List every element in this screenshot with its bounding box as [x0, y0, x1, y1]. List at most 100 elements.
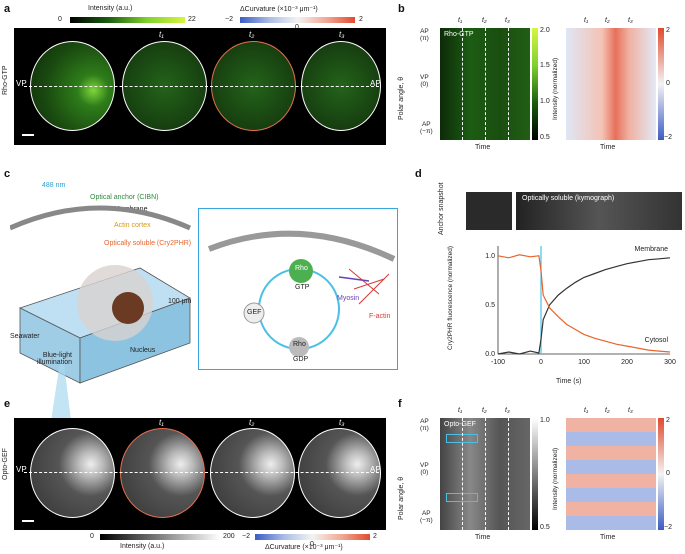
f-xlabel: Time [475, 534, 491, 541]
curvature-colorbar-title: ΔCurvature (×10⁻³ μm⁻¹) [240, 6, 318, 13]
e-curv-title: ΔCurvature (×10⁻³ μm⁻¹) [265, 544, 343, 551]
d-xtick-label: 200 [621, 359, 633, 366]
curv-tick-mid: 0 [295, 24, 299, 31]
t2-label: t₂ [249, 30, 255, 39]
ap-label: AP [370, 79, 381, 88]
b-xlabel-2: Time [600, 144, 616, 151]
b-inset-label: Rho-GTP [444, 31, 474, 38]
c-rho-gtp: Rho [295, 265, 308, 272]
intensity-tick-min: 0 [58, 16, 62, 23]
f-t3-line [508, 418, 509, 530]
d-series-cytosol [497, 254, 671, 353]
e-intensity-title: Intensity (a.u.) [120, 543, 165, 550]
f-ct3: t₃ [628, 407, 633, 414]
d-xtick-label: -100 [491, 359, 505, 366]
c-gtp: GTP [295, 284, 310, 291]
f-itick-1: 0.5 [540, 524, 550, 531]
row-label-rho: Rho-GTP [2, 65, 9, 95]
e-vp: VP [16, 465, 27, 474]
f-t1-line [462, 418, 463, 530]
b-ctick-2: −2 [664, 134, 672, 141]
b-itick-0: 2.0 [540, 27, 550, 34]
axis-line [24, 86, 379, 87]
f-ctick-2: −2 [664, 524, 672, 531]
b-ctick-1: 0 [666, 80, 670, 87]
e-cell-2 [120, 428, 205, 518]
c-anchor: Optical anchor (CIBN) [90, 194, 159, 201]
panel-a-label: a [4, 3, 11, 15]
scale-bar [22, 134, 34, 136]
e-ctick-0: −2 [242, 533, 250, 540]
f-ct1: t₁ [584, 407, 589, 414]
b-t1: t₁ [458, 17, 463, 24]
d-anchor-label: Anchor snapshot [438, 182, 445, 235]
t3-label: t₃ [339, 30, 345, 39]
panel-e-label: e [4, 398, 11, 410]
d-series-membrane [497, 257, 671, 355]
d-xlabel: Time (s) [556, 378, 582, 385]
f-ct2: t₂ [605, 407, 610, 414]
e-t1: t₁ [159, 418, 164, 427]
d-ytick-label: 0.0 [485, 351, 495, 358]
d-ytick-label: 0.5 [485, 302, 495, 309]
b-itick-3: 0.5 [540, 134, 550, 141]
f-t3: t₃ [505, 407, 510, 414]
t1-label: t₁ [159, 30, 164, 39]
e-cell-4 [298, 428, 381, 518]
c-rho-gdp: Rho [293, 341, 306, 348]
e-itick-0: 0 [90, 533, 94, 540]
c-nucleus: Nucleus [130, 347, 156, 354]
rho-image-strip: VP AP t₁ t₂ t₃ [14, 28, 386, 145]
f-curvature-map [566, 418, 656, 530]
b-intensity-bar [532, 28, 538, 140]
intensity-tick-max: 22 [188, 16, 196, 23]
e-itick-1: 200 [223, 533, 235, 540]
curv-tick-max: 2 [359, 16, 363, 23]
c-gdp: GDP [293, 356, 309, 363]
vp-label: VP [16, 79, 27, 88]
curv-tick-min: −2 [225, 16, 233, 23]
c-seawater: Seawater [10, 333, 40, 340]
e-t3: t₃ [339, 418, 345, 427]
e-intensity-bar [100, 534, 220, 540]
b-curv-bar [658, 28, 664, 140]
b-ctick-0: 2 [666, 27, 670, 34]
c-illum: Blue-light illumination [36, 352, 72, 366]
b-kymograph: Rho-GTP [440, 28, 530, 140]
d-kymo: Optically soluble (kymograph) [516, 192, 682, 230]
b-intensity-label: Intensity (normalized) [552, 57, 559, 120]
e-ctick-1: 0 [310, 541, 314, 548]
e-ap: AP [370, 465, 381, 474]
f-t2: t₂ [482, 407, 487, 414]
f-ytick-top: AP (π) [420, 418, 429, 432]
c-factin: F-actin [369, 313, 391, 320]
c-zoom-box: GEF Rho GTP Rho GDP Myosin F-actin [198, 208, 398, 370]
e-axis-line [24, 472, 379, 473]
b-t1-line [462, 28, 463, 140]
b-ylabel: Polar angle, θ [398, 76, 405, 120]
f-ctick-0: 2 [666, 417, 670, 424]
f-inset-label: Opto-GEF [444, 421, 476, 428]
f-itick-0: 1.0 [540, 417, 550, 424]
c-gef: GEF [247, 309, 262, 316]
curvature-colorbar [240, 17, 355, 23]
c-laser: 488 nm [42, 182, 66, 189]
c-scale: 100 μm [168, 298, 192, 305]
b-ytick-mid: VP (0) [420, 74, 429, 88]
f-ytick-bot: AP (−π) [420, 510, 433, 524]
e-scale-bar [22, 520, 34, 522]
c-soluble: Optically soluble (Cry2PHR) [104, 240, 192, 247]
d-xtick-label: 0 [539, 359, 543, 366]
d-kymo-label: Optically soluble (kymograph) [522, 195, 615, 202]
b-xlabel: Time [475, 144, 491, 151]
b-t2-line [485, 28, 486, 140]
d-snapshot [466, 192, 512, 230]
b-curvature-map [566, 28, 656, 140]
e-cell-3 [210, 428, 295, 518]
d-ylabel: Cry2PHR fluorescence (normalized) [447, 245, 454, 350]
f-intensity-label: Intensity (normalized) [552, 447, 559, 510]
f-curv-bar [658, 418, 664, 530]
panel-b-label: b [398, 3, 405, 15]
